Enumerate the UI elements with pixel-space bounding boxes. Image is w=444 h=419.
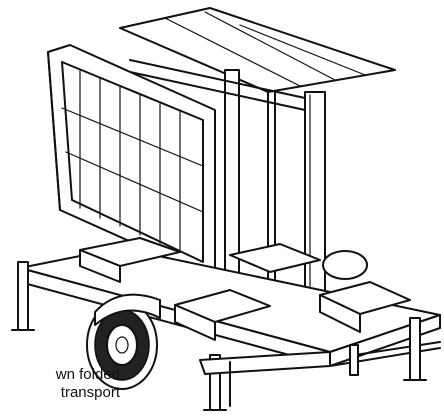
tow-tongue [199,351,331,407]
solar-panel [119,7,396,301]
wheel [86,293,161,390]
message-sign-board [47,44,216,276]
battery-boxes [79,237,411,341]
caption-line-1: wn folded [55,366,120,383]
caption-line-2: transport [60,384,120,401]
leveling-jacks [11,261,427,411]
figure-caption: wn folded transport [0,366,120,402]
